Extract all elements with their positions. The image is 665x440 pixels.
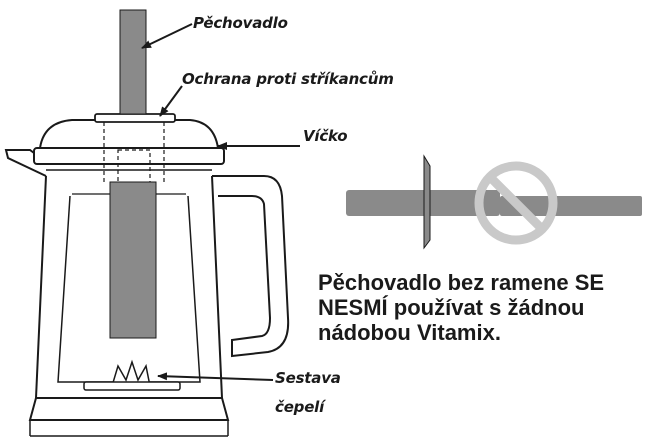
arrow-splash-guard: [159, 85, 183, 117]
warning-line-1: Pěchovadlo bez ramene SE: [318, 270, 605, 295]
lid: [33, 119, 225, 171]
warning-text: Pěchovadlo bez ramene SE NESMÍ používat …: [318, 270, 658, 345]
arrow-tamper: [141, 23, 193, 49]
blender-base: [28, 397, 230, 421]
callout-arrows: [141, 23, 300, 381]
no-symbol-icon: [474, 161, 558, 245]
splash-guard: [94, 113, 176, 123]
warning-line-3: nádobou Vitamix.: [318, 320, 501, 345]
blender-handle: [212, 175, 290, 358]
label-blade-assembly-line2: čepelí: [275, 398, 325, 416]
label-blade-assembly-line1: Sestava: [275, 369, 341, 387]
tamper-without-guard: [346, 154, 642, 250]
label-splash-guard: Ochrana proti stříkancům: [182, 70, 394, 88]
arrow-blade-assembly: [157, 372, 274, 381]
tamper: [109, 9, 157, 339]
label-lid: Víčko: [303, 127, 348, 145]
blender-body: [34, 175, 224, 399]
blade-assembly: [83, 359, 181, 391]
label-tamper: Pěchovadlo: [193, 14, 288, 32]
warning-line-2: NESMÍ používat s žádnou: [318, 295, 585, 320]
